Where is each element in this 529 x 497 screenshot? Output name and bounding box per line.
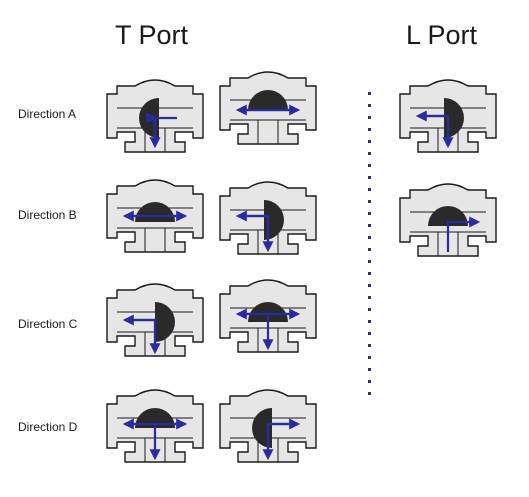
divider-dot	[368, 104, 371, 107]
divider-dot	[368, 320, 371, 323]
valve-l-b	[399, 183, 497, 257]
valve-t-d2	[219, 389, 317, 463]
divider-dot	[368, 332, 371, 335]
divider-dot	[368, 224, 371, 227]
divider-dot	[368, 368, 371, 371]
divider-dot	[368, 344, 371, 347]
valve-t-c1	[106, 283, 204, 357]
divider-dot	[368, 392, 371, 395]
direction-b-label: Direction B	[18, 208, 77, 222]
divider-dot	[368, 260, 371, 263]
divider-dot	[368, 236, 371, 239]
divider-dot	[368, 92, 371, 95]
direction-a-label: Direction A	[18, 107, 77, 121]
divider-dot	[368, 152, 371, 155]
divider-dot	[368, 284, 371, 287]
divider-dot	[368, 164, 371, 167]
divider-dot	[368, 176, 371, 179]
divider-dot	[368, 272, 371, 275]
valve-ball	[248, 90, 288, 110]
valve-t-d1	[106, 389, 204, 463]
valve-ball	[248, 302, 288, 322]
direction-d-label: Direction D	[18, 420, 78, 434]
flow-arrow	[446, 216, 481, 252]
valve-l-a	[399, 79, 497, 153]
l-port-heading: L Port	[406, 20, 478, 50]
divider-dot	[368, 200, 371, 203]
divider-dot	[368, 188, 371, 191]
direction-c-label: Direction C	[18, 317, 78, 331]
valve-ball	[155, 302, 175, 342]
divider-dot	[368, 140, 371, 143]
divider-dot	[368, 248, 371, 251]
divider-dot	[368, 380, 371, 383]
divider-dot	[368, 296, 371, 299]
divider-dot	[368, 356, 371, 359]
divider-dot	[368, 116, 371, 119]
valve-t-a2	[219, 71, 317, 145]
divider-dot	[368, 308, 371, 311]
valve-t-b1	[106, 179, 204, 253]
divider-dot	[368, 128, 371, 131]
divider-dot	[368, 212, 371, 215]
flow-arrow	[149, 116, 177, 149]
valve-t-c2	[219, 279, 317, 353]
valve-t-a1	[106, 79, 204, 153]
valve-t-b2	[219, 181, 317, 255]
t-port-heading: T Port	[115, 20, 189, 50]
